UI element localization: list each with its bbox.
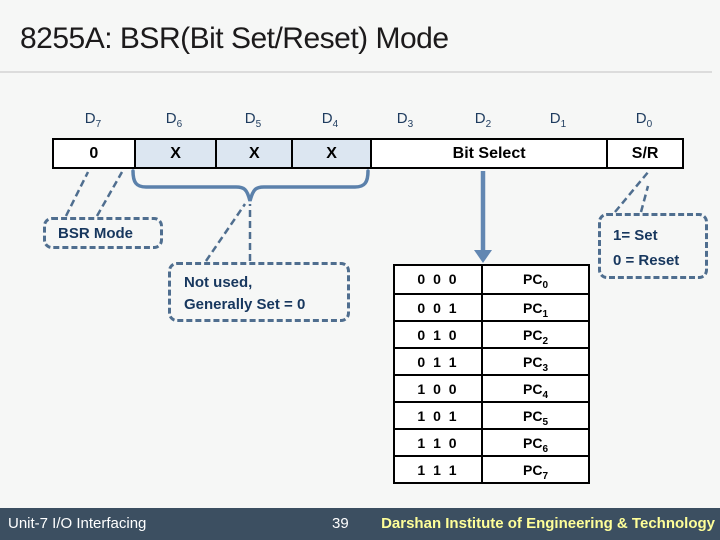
table-row: 1 1 1 PC7 (395, 455, 588, 482)
port-cell: PC1 (522, 300, 548, 320)
register-cell-sr: S/R (606, 140, 682, 167)
port-cell: PC7 (522, 462, 548, 482)
callout-set-reset: 1= Set 0 = Reset (598, 213, 708, 279)
register-cell-d4: X (291, 140, 370, 167)
callout-not-used-line2: Generally Set = 0 (184, 296, 306, 313)
page-title: 8255A: BSR(Bit Set/Reset) Mode (20, 22, 449, 55)
bsr-control-word-register: 0 X X X Bit Select S/R (52, 138, 684, 169)
bit-label-d0: D0 (635, 110, 653, 130)
register-cell-bit-select: Bit Select (369, 140, 606, 167)
table-row: 0 1 1 PC3 (395, 347, 588, 374)
callout-not-used-line1: Not used, (184, 274, 253, 291)
bit-label-d7: D7 (84, 110, 102, 130)
footer-bar: Unit-7 I/O Interfacing 39 Darshan Instit… (0, 508, 720, 540)
bits-cell: 0 1 1 (395, 349, 483, 374)
table-row: 1 0 0 PC4 (395, 374, 588, 401)
port-cell: PC5 (522, 408, 548, 428)
port-cell: PC0 (522, 271, 548, 291)
footer-unit-label: Unit-7 I/O Interfacing (8, 515, 147, 532)
callout-pointer-bsr-mode (64, 171, 124, 217)
bit-label-d3: D3 (396, 110, 414, 130)
port-cell: PC2 (522, 327, 548, 347)
register-cell-d5: X (215, 140, 292, 167)
bits-cell: 0 0 1 (395, 295, 483, 320)
bit-select-arrowhead-icon (474, 250, 492, 263)
bit-label-d6: D6 (165, 110, 183, 130)
table-row: 1 1 0 PC6 (395, 428, 588, 455)
callout-bsr-mode: BSR Mode (43, 217, 163, 249)
footer-institute-name: Darshan Institute of Engineering & Techn… (381, 515, 715, 532)
callout-set-reset-line1: 1= Set (613, 227, 658, 244)
register-cell-d7: 0 (89, 144, 99, 162)
bit-label-d2: D2 (474, 110, 492, 130)
callout-pointer-set-reset (614, 170, 650, 213)
callout-pointer-not-used (204, 203, 252, 262)
table-row: 1 0 1 PC5 (395, 401, 588, 428)
port-cell: PC6 (522, 435, 548, 455)
bits-cell: 1 1 1 (395, 457, 483, 482)
bit-label-d5: D5 (244, 110, 262, 130)
footer-page-number: 39 (332, 515, 349, 532)
bit-select-table: 0 0 0 PC0 0 0 1 PC1 0 1 0 PC2 0 1 1 PC3 … (393, 264, 590, 484)
bits-cell: 0 0 0 (395, 266, 483, 293)
curly-brace-not-used (131, 169, 370, 202)
table-row: 0 0 0 PC0 (395, 266, 588, 293)
callout-not-used: Not used, Generally Set = 0 (168, 262, 350, 322)
title-divider (0, 71, 712, 73)
bit-label-d1: D1 (549, 110, 567, 130)
register-cell-d6: X (133, 140, 216, 167)
port-cell: PC3 (522, 354, 548, 374)
table-row: 0 1 0 PC2 (395, 320, 588, 347)
bits-cell: 1 0 0 (395, 376, 483, 401)
port-cell: PC4 (522, 381, 548, 401)
callout-bsr-mode-label: BSR Mode (58, 225, 133, 242)
bits-cell: 0 1 0 (395, 322, 483, 347)
bits-cell: 1 0 1 (395, 403, 483, 428)
callout-set-reset-line2: 0 = Reset (613, 252, 680, 269)
table-row: 0 0 1 PC1 (395, 293, 588, 320)
bit-label-d4: D4 (321, 110, 339, 130)
bits-cell: 1 1 0 (395, 430, 483, 455)
